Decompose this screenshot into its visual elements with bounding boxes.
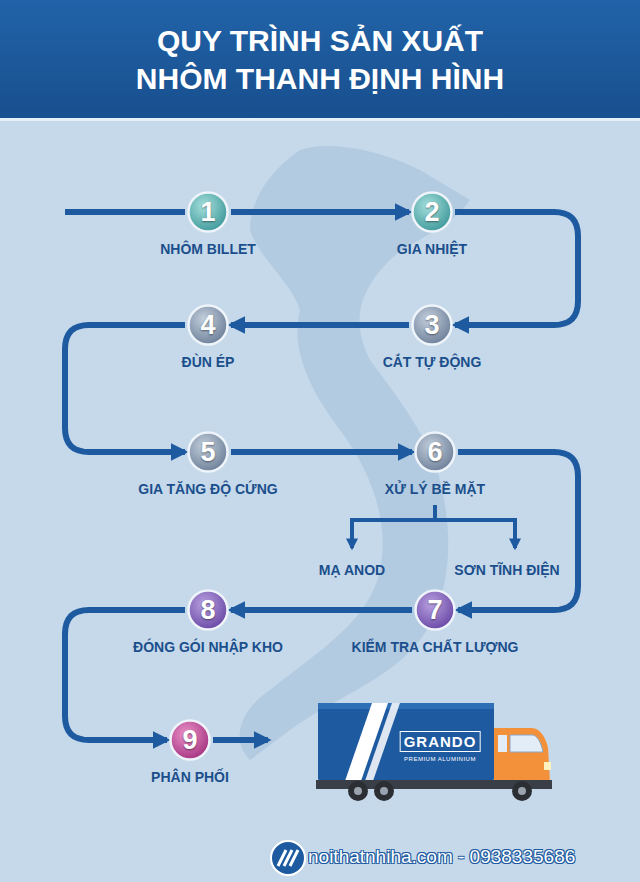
- step-number: 5: [187, 431, 229, 473]
- step-number: 1: [187, 191, 229, 233]
- step-circle: 3: [411, 304, 453, 346]
- branch-stem: [433, 505, 437, 520]
- lead-out-arrow: [213, 737, 268, 743]
- step-node: 2GIA NHIỆT: [312, 191, 552, 257]
- step-label: PHÂN PHỐI: [70, 769, 310, 785]
- branch-label: MẠ ANOD: [319, 562, 385, 578]
- title: QUY TRÌNH SẢN XUẤT NHÔM THANH ĐỊNH HÌNH: [120, 22, 520, 98]
- truck-brand: GRANDO: [400, 731, 481, 752]
- step-number: 7: [414, 589, 456, 631]
- step-label: ĐÓNG GÓI NHẬP KHO: [88, 639, 328, 655]
- flow-connector: [231, 449, 412, 455]
- step-number: 8: [187, 589, 229, 631]
- truck: [316, 703, 552, 801]
- step-node: 4ĐÙN ÉP: [88, 304, 328, 370]
- step-label: GIA TĂNG ĐỘ CỨNG: [88, 481, 328, 497]
- flow-connector: [231, 322, 409, 328]
- footer-logo: [271, 841, 305, 875]
- flow-connector: [458, 452, 578, 610]
- step-label: XỬ LÝ BỀ MẶT: [315, 481, 555, 497]
- step-label: CẮT TỰ ĐỘNG: [312, 354, 552, 370]
- step-node: 8ĐÓNG GÓI NHẬP KHO: [88, 589, 328, 655]
- step-circle: 5: [187, 431, 229, 473]
- title-rule: [0, 118, 640, 121]
- step-circle: 6: [414, 431, 456, 473]
- step-circle: 9: [169, 719, 211, 761]
- step-number: 3: [411, 304, 453, 346]
- step-number: 4: [187, 304, 229, 346]
- title-band: [0, 0, 640, 118]
- flow-connector: [231, 209, 409, 215]
- branch-arrow: [350, 520, 354, 548]
- step-circle: 8: [187, 589, 229, 631]
- step-label: KIỂM TRA CHẤT LƯỢNG: [315, 639, 555, 655]
- step-node: 1NHÔM BILLET: [88, 191, 328, 257]
- footer-contact: noithatnhiha.com - 0938335686: [308, 846, 575, 868]
- step-circle: 7: [414, 589, 456, 631]
- step-node: 6 XỬ LÝ BỀ MẶT: [315, 431, 555, 497]
- flow-connector: [65, 325, 185, 452]
- step-circle: 1: [187, 191, 229, 233]
- flow-connector: [231, 607, 412, 613]
- branch-label: SƠN TĨNH ĐIỆN: [454, 562, 559, 578]
- branch-arrow: [513, 520, 517, 548]
- truck-slogan: PREMIUM ALUMINIUM: [404, 756, 476, 762]
- step-label: NHÔM BILLET: [88, 241, 328, 257]
- step-node: 7KIỂM TRA CHẤT LƯỢNG: [315, 589, 555, 655]
- step-node: 5GIA TĂNG ĐỘ CỨNG: [88, 431, 328, 497]
- step-circle: 2: [411, 191, 453, 233]
- lead-in-line: [65, 209, 185, 215]
- flow-connector: [65, 610, 185, 740]
- step-number: 2: [411, 191, 453, 233]
- step-label: GIA NHIỆT: [312, 241, 552, 257]
- flow-connector: [455, 212, 578, 325]
- step-label: ĐÙN ÉP: [88, 354, 328, 370]
- step-circle: 4: [187, 304, 229, 346]
- branch-bar: [350, 518, 517, 522]
- step-number: 6: [414, 431, 456, 473]
- step-number: 9: [169, 719, 211, 761]
- step-node: 3CẮT TỰ ĐỘNG: [312, 304, 552, 370]
- step-node: 9PHÂN PHỐI: [70, 719, 310, 785]
